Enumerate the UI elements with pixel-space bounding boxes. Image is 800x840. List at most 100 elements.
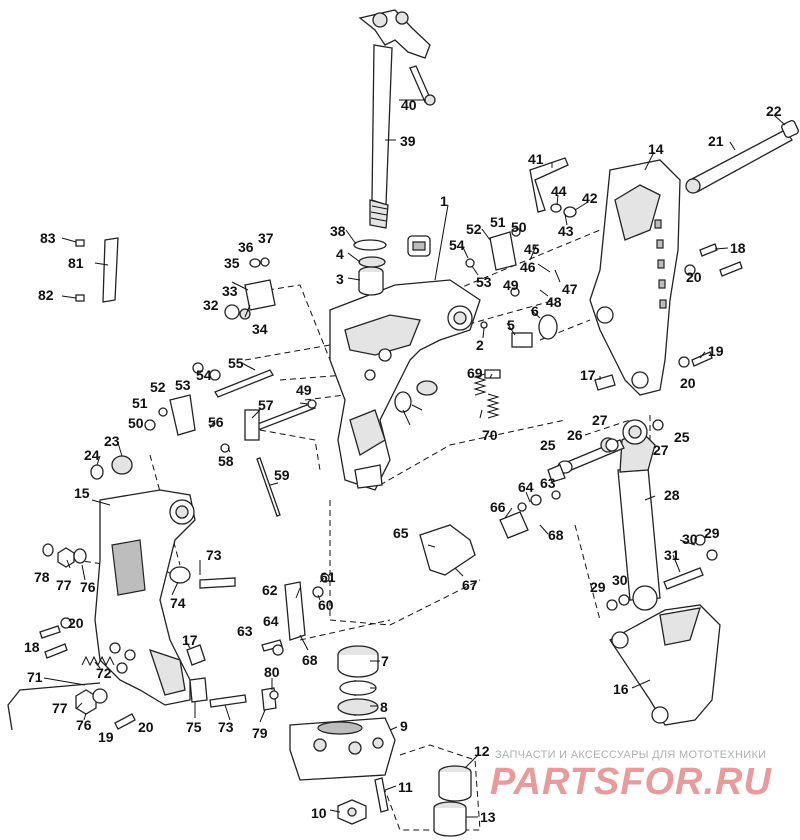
leader-lines (43, 99, 786, 818)
part-label-13: 13 (480, 809, 496, 825)
part-label-7: 7 (381, 653, 389, 669)
part-label-25a: 25 (540, 437, 556, 453)
part-label-41: 41 (528, 151, 544, 167)
part-label-68b: 68 (548, 527, 564, 543)
nuts-washers (42, 203, 718, 715)
part-label-80: 80 (264, 664, 280, 680)
part-label-27a: 27 (592, 412, 608, 428)
part-label-83: 83 (40, 230, 56, 246)
part-label-3: 3 (336, 271, 344, 287)
steering-arm-assembly (358, 9, 436, 229)
part-label-22: 22 (766, 103, 782, 119)
part-label-20b: 20 (680, 375, 696, 391)
part-label-81: 81 (68, 255, 84, 271)
part-label-70: 70 (482, 427, 498, 443)
part-label-55: 55 (228, 355, 244, 371)
part-label-19b: 19 (98, 729, 114, 745)
part-label-32: 32 (203, 297, 219, 313)
part-label-54b: 54 (196, 367, 212, 383)
part-label-56: 56 (208, 414, 224, 430)
part-label-76b: 76 (76, 717, 92, 733)
part-label-25b: 25 (674, 429, 690, 445)
part-label-31: 31 (664, 547, 680, 563)
clamp-bracket-14 (589, 159, 681, 396)
part-label-30a: 30 (682, 531, 698, 547)
part-label-40: 40 (401, 97, 417, 113)
part-label-42: 42 (582, 190, 598, 206)
part-label-75: 75 (186, 719, 202, 735)
part-label-64a: 64 (263, 613, 279, 629)
swivel-bracket-1 (329, 279, 481, 491)
part-label-20c: 20 (68, 615, 84, 631)
part-label-39: 39 (400, 133, 416, 149)
part-label-10: 10 (311, 805, 327, 821)
part-label-18b: 18 (24, 639, 40, 655)
part-label-16: 16 (613, 681, 629, 697)
part-label-63b: 63 (540, 475, 556, 491)
part-label-76a: 76 (80, 579, 96, 595)
part-label-20a: 20 (686, 269, 702, 285)
part-label-17b: 17 (182, 632, 198, 648)
trim-cylinder-28 (617, 419, 661, 611)
part-label-53b: 53 (175, 377, 191, 393)
part-label-36: 36 (238, 239, 254, 255)
part-label-61: 61 (320, 569, 336, 585)
bolts (39, 239, 743, 730)
levers (102, 157, 569, 711)
watermark-brand: PARTSFOR.RU (490, 761, 772, 803)
part-label-21: 21 (708, 133, 724, 149)
part-label-54a: 54 (449, 237, 465, 253)
part-labels: 1 2 3 4 5 6 7 8 9 10 11 12 13 14 15 16 1… (24, 97, 782, 825)
part-label-49a: 49 (503, 277, 519, 293)
part-label-6: 6 (531, 303, 539, 319)
part-label-74: 74 (170, 595, 186, 611)
part-label-38: 38 (330, 223, 346, 239)
part-label-77a: 77 (56, 577, 72, 593)
part-label-59: 59 (274, 467, 290, 483)
part-label-58: 58 (218, 453, 234, 469)
part-label-57: 57 (258, 397, 274, 413)
bushings-12-13 (337, 765, 472, 837)
part-label-82: 82 (38, 287, 54, 303)
clamp-bracket-15 (94, 489, 196, 706)
part-label-23: 23 (104, 433, 120, 449)
part-label-64b: 64 (518, 479, 534, 495)
part-label-73a: 73 (206, 547, 222, 563)
part-label-4: 4 (336, 246, 344, 262)
hardware-upper (353, 235, 558, 413)
part-label-67: 67 (462, 577, 478, 593)
part-label-52b: 52 (150, 379, 166, 395)
part-label-79: 79 (252, 725, 268, 741)
part-label-46: 46 (520, 259, 536, 275)
part-label-69: 69 (467, 365, 483, 381)
lower-bracket-16 (609, 604, 721, 726)
part-label-77b: 77 (52, 700, 68, 716)
part-label-15: 15 (74, 485, 90, 501)
part-label-24: 24 (84, 447, 100, 463)
bearing-stack (289, 645, 396, 781)
part-label-63a: 63 (237, 623, 253, 639)
part-label-2: 2 (476, 337, 484, 353)
part-label-8: 8 (380, 699, 388, 715)
part-label-19a: 19 (708, 343, 724, 359)
part-label-45: 45 (524, 241, 540, 257)
part-label-37: 37 (258, 230, 274, 246)
part-label-68a: 68 (302, 652, 318, 668)
part-label-1: 1 (440, 193, 448, 209)
part-label-28: 28 (664, 487, 680, 503)
part-label-60: 60 (318, 597, 334, 613)
part-label-44: 44 (551, 183, 567, 199)
part-label-52a: 52 (466, 221, 482, 237)
part-label-33: 33 (222, 283, 238, 299)
part-label-65: 65 (393, 525, 409, 541)
part-label-53a: 53 (476, 274, 492, 290)
part-label-50b: 50 (128, 415, 144, 431)
part-label-14: 14 (648, 141, 664, 157)
part-label-18a: 18 (730, 240, 746, 256)
part-label-20d: 20 (138, 719, 154, 735)
part-label-26: 26 (567, 427, 583, 443)
part-label-17a: 17 (580, 367, 596, 383)
part-label-73b: 73 (218, 719, 234, 735)
part-label-51b: 51 (132, 395, 148, 411)
